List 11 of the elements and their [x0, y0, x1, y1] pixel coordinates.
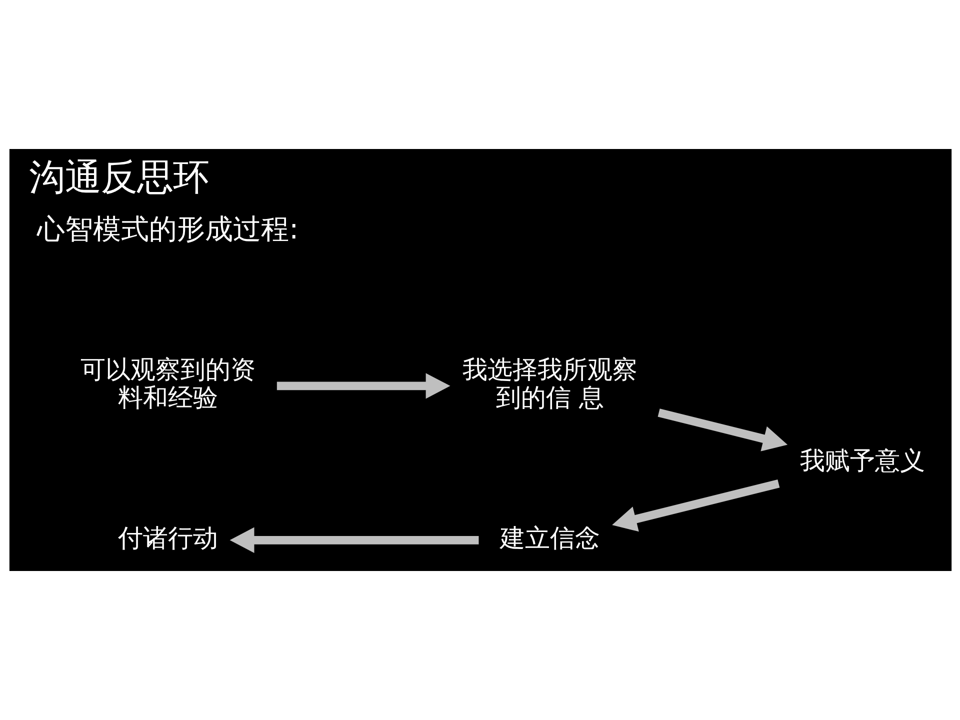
- node-text: 我选择我所观察到的信 息: [462, 355, 637, 412]
- diagram-title: 沟通反思环: [28, 155, 208, 198]
- node-text: 可以观察到的资料和经验: [80, 355, 255, 412]
- node-text: 建立信念: [499, 523, 600, 552]
- node-text: 我赋予意义: [800, 446, 925, 476]
- arrow: [612, 479, 780, 532]
- node-text: 付诸行动: [117, 523, 218, 552]
- arrow: [657, 408, 788, 452]
- arrow: [229, 527, 478, 553]
- label: 心智模式的形成过程:: [36, 212, 298, 246]
- arrow: [276, 373, 450, 399]
